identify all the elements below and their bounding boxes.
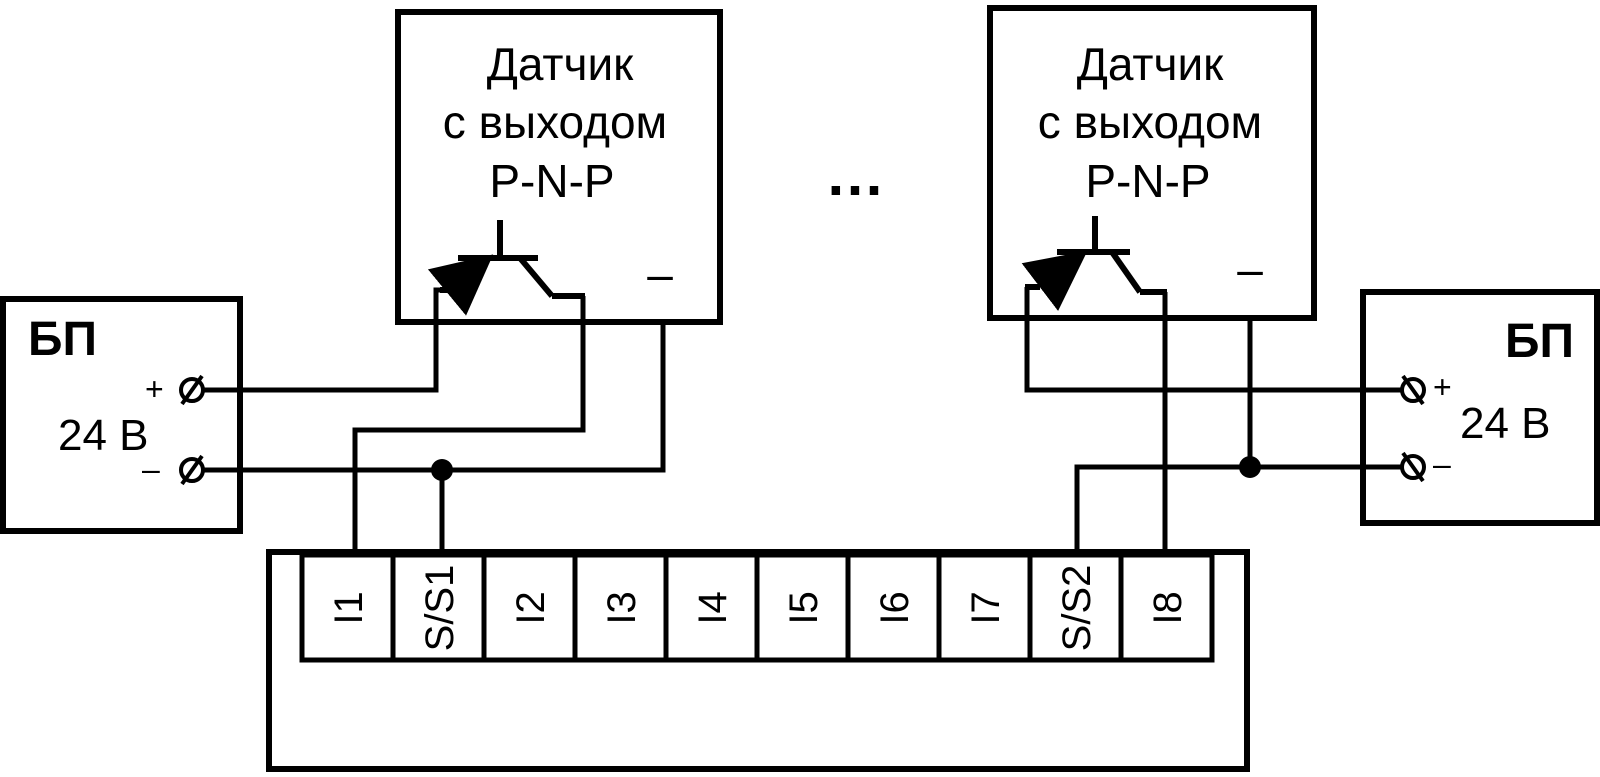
ellipsis: … bbox=[825, 141, 885, 208]
terminal-label-i8: I8 bbox=[1146, 591, 1190, 624]
psu-left-voltage: 24 В bbox=[58, 411, 149, 460]
sensor-left-line2: с выходом bbox=[443, 96, 667, 148]
sensor-left-line3: P-N-P bbox=[489, 155, 614, 207]
screw-left-minus bbox=[179, 454, 205, 486]
junction-dot-right bbox=[1239, 456, 1261, 478]
wires-left bbox=[202, 287, 666, 555]
psu-left-title: БП bbox=[28, 313, 97, 366]
sensor-right-line1: Датчик bbox=[1077, 38, 1224, 90]
terminal-label-i7: I7 bbox=[964, 591, 1008, 624]
terminal-label-i1: I1 bbox=[327, 591, 371, 624]
psu-right-voltage: 24 В bbox=[1460, 399, 1551, 448]
terminal-screws bbox=[179, 374, 1426, 486]
junction-dot-left bbox=[431, 459, 453, 481]
psu-left-plus: + bbox=[145, 371, 164, 407]
sensor-right-minus: – bbox=[1237, 243, 1263, 295]
sensor-right-line3: P-N-P bbox=[1085, 155, 1210, 207]
screw-right-plus bbox=[1400, 374, 1426, 406]
sensor-left-minus: – bbox=[647, 248, 673, 300]
sensor-right-box bbox=[987, 5, 1317, 321]
psu-left-minus: – bbox=[142, 451, 160, 487]
controller-box bbox=[266, 549, 1250, 772]
transistor-right bbox=[1021, 216, 1167, 311]
terminal-label-ss2: S/S2 bbox=[1055, 565, 1099, 652]
terminal-label-ss1: S/S1 bbox=[418, 565, 462, 652]
terminal-labels: I1 S/S1 I2 I3 I4 I5 I6 I7 S/S2 I8 bbox=[327, 565, 1190, 652]
psu-right-title: БП bbox=[1505, 315, 1574, 368]
sensor-right-line2: с выходом bbox=[1038, 96, 1262, 148]
psu-left-box bbox=[0, 296, 243, 534]
sensor-left-box bbox=[395, 9, 723, 325]
terminal-label-i6: I6 bbox=[873, 591, 917, 624]
wires-right bbox=[1024, 287, 1403, 555]
psu-right-plus: + bbox=[1433, 369, 1452, 405]
terminal-label-i3: I3 bbox=[600, 591, 644, 624]
psu-right-box bbox=[1360, 289, 1600, 526]
screw-left-plus bbox=[179, 374, 205, 406]
sensor-left-line1: Датчик bbox=[487, 38, 634, 90]
terminal-label-i2: I2 bbox=[509, 591, 553, 624]
terminal-strip bbox=[299, 552, 1215, 663]
transistor-left bbox=[427, 220, 585, 316]
terminal-label-i5: I5 bbox=[782, 591, 826, 624]
psu-right-minus: – bbox=[1433, 446, 1451, 482]
screw-right-minus bbox=[1400, 451, 1426, 483]
terminal-label-i4: I4 bbox=[691, 591, 735, 624]
